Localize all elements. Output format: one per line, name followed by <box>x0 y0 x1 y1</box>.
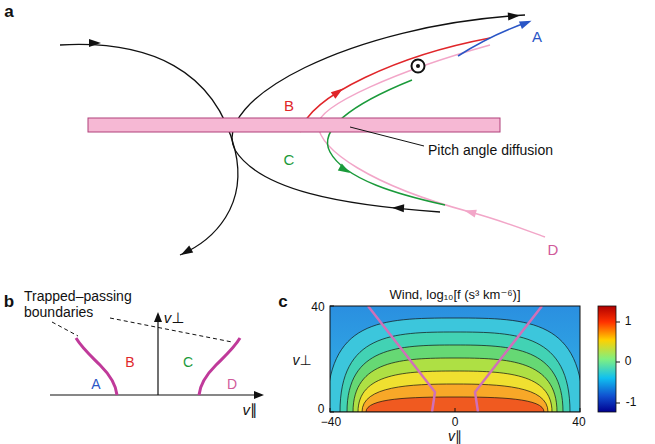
tick <box>455 408 456 412</box>
contour <box>347 345 563 412</box>
arrowhead <box>392 204 404 213</box>
panel-letter: a <box>4 2 13 22</box>
field-line <box>60 44 238 255</box>
tick-label: 0 <box>318 403 325 417</box>
region-label: D <box>227 376 237 392</box>
axis <box>50 394 258 395</box>
boundary <box>368 306 435 412</box>
boundary <box>475 306 542 412</box>
trajectory-label: B <box>284 97 294 114</box>
colour-bar <box>598 306 616 412</box>
axis-label: v∥ <box>448 428 462 444</box>
tick-label: −40 <box>321 416 341 430</box>
arrowhead <box>338 164 352 177</box>
boundary-curves <box>76 338 240 395</box>
contour <box>362 384 548 412</box>
diffusion-band <box>88 118 500 132</box>
contour <box>353 358 557 412</box>
field-line <box>232 15 525 212</box>
field-arrows <box>89 12 520 259</box>
leader-line <box>52 322 78 336</box>
region-label: A <box>91 376 100 392</box>
leader-line <box>350 127 424 146</box>
leader-lines <box>52 318 232 342</box>
plot-title: Wind, log₁₀[f (s³ km⁻⁶)] <box>389 288 520 303</box>
boundary-label: Trapped–passing boundaries <box>24 288 136 320</box>
plot-frame <box>330 306 580 412</box>
trajectory-d <box>318 45 545 237</box>
arrowhead <box>154 312 162 322</box>
boundary <box>76 338 117 395</box>
observer-symbol <box>412 60 425 73</box>
ticks <box>330 306 580 412</box>
velocity-axes <box>50 318 258 395</box>
contour <box>340 332 570 412</box>
tick-label: 40 <box>311 301 324 315</box>
arrowhead <box>519 17 533 29</box>
tick <box>330 306 334 307</box>
tick-label: 1 <box>625 315 632 329</box>
trajectory-label: A <box>532 28 542 45</box>
tick <box>616 322 620 323</box>
axis-label: v⊥ <box>164 309 185 326</box>
tick-label: -1 <box>626 396 637 410</box>
tick <box>330 408 331 412</box>
heatmap <box>330 306 580 412</box>
panel-letter: c <box>278 292 287 312</box>
boundary-curves <box>368 306 542 412</box>
tick <box>616 403 620 404</box>
arrowhead <box>89 39 101 47</box>
trajectory-a <box>458 22 528 56</box>
contour <box>366 397 544 412</box>
contour <box>358 371 552 412</box>
contours <box>330 318 580 412</box>
observer-dot <box>416 64 420 68</box>
axis <box>157 318 158 395</box>
arrowhead <box>508 12 521 21</box>
tick <box>330 412 334 413</box>
arrowhead <box>179 246 193 259</box>
tick-label: 0 <box>625 355 632 369</box>
region-label: B <box>125 354 134 370</box>
arrowhead <box>254 391 264 399</box>
contour <box>330 318 580 412</box>
trajectory-label: D <box>548 241 559 258</box>
tick-label: 0 <box>452 416 459 430</box>
tick <box>580 408 581 412</box>
axis-label: v∥ <box>243 401 258 418</box>
tick <box>616 362 620 363</box>
trajectory-c <box>328 80 445 205</box>
field-lines <box>60 15 525 255</box>
axis-label: v⊥ <box>292 352 311 368</box>
band-label: Pitch angle diffusion <box>428 142 553 158</box>
trajectory-label: C <box>284 151 295 168</box>
panel-letter: b <box>4 292 14 312</box>
boundary <box>199 338 240 395</box>
region-label: C <box>183 354 193 370</box>
arrowhead <box>331 85 345 98</box>
tick-label: 40 <box>572 416 585 430</box>
ticks <box>616 322 620 403</box>
arrowhead <box>463 207 477 218</box>
